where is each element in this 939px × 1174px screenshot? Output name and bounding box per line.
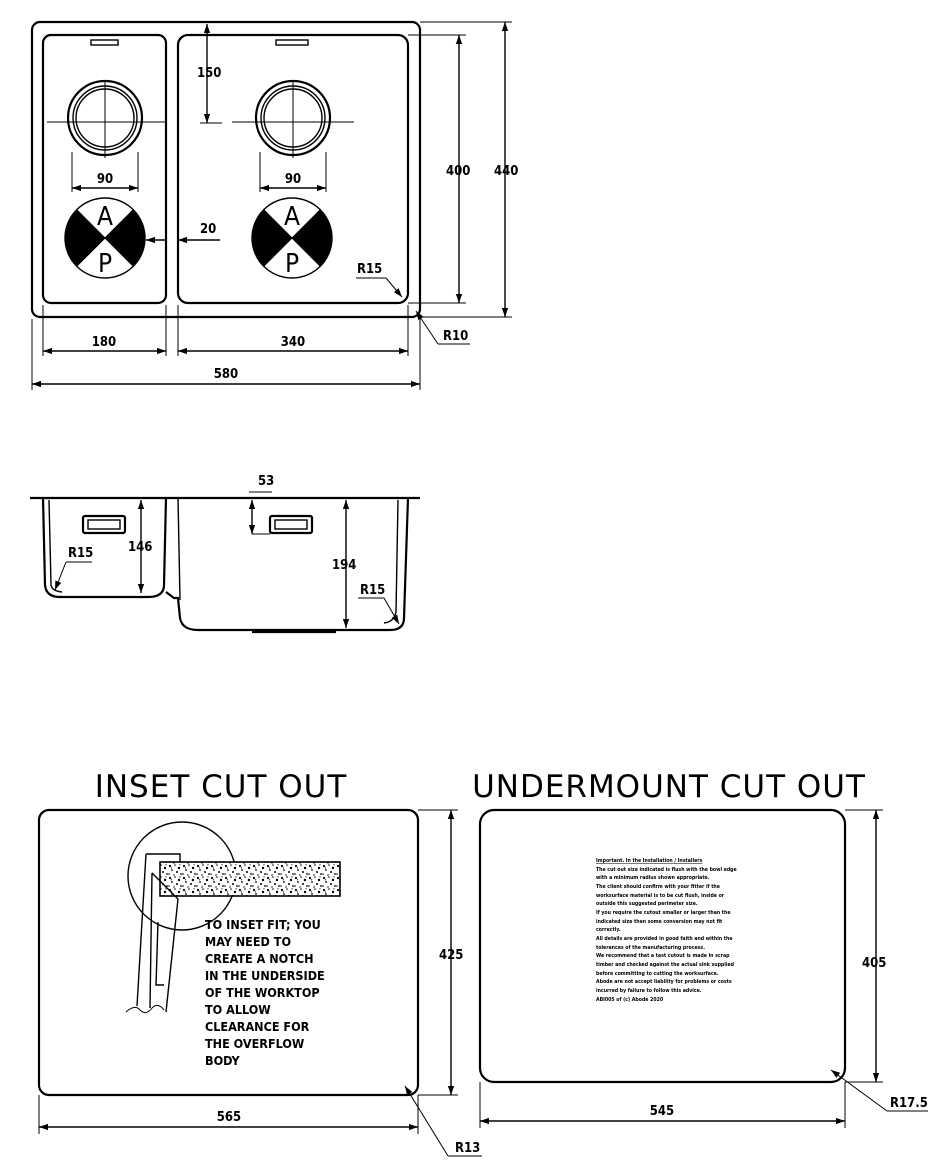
overall-width-dimension: 580 <box>214 367 238 382</box>
svg-text:incurred by failure to follow: incurred by failure to follow this advic… <box>596 988 702 994</box>
svg-text:The client should confirm with: The client should confirm with your fitt… <box>596 884 720 890</box>
svg-text:If you require the cutout smal: If you require the cutout smaller or lar… <box>596 910 731 916</box>
right-overflow-opening <box>268 514 314 535</box>
svg-text:outside this suggested perimet: outside this suggested perimeter size. <box>596 901 698 907</box>
svg-text:timber and checked against the: timber and checked against the actual si… <box>596 962 734 968</box>
svg-text:CREATE A NOTCH: CREATE A NOTCH <box>205 951 314 966</box>
inner-height-dimension: 400 <box>446 164 470 179</box>
inset-width-dimension: 565 <box>217 1110 241 1125</box>
inset-cut-out-title: INSET CUT OUT <box>95 769 348 805</box>
right-ap-badge-icon <box>251 197 333 279</box>
right-bowl-section <box>165 497 410 632</box>
notch-instructions: TO INSET FIT; YOU MAY NEED TO CREATE A N… <box>205 917 325 1068</box>
undermount-advice-notes: Important. In the Installation / Install… <box>596 858 737 1003</box>
notch-detail-icon <box>125 821 341 1014</box>
left-badge-top-letter: A <box>97 202 113 232</box>
svg-text:before committing to cutting t: before committing to cutting the worksur… <box>596 971 719 977</box>
left-overflow-opening <box>81 514 127 535</box>
svg-text:Important. In the Installation: Important. In the Installation / Install… <box>596 858 703 864</box>
svg-text:worksurface material is to be: worksurface material is to be cut flush,… <box>596 893 725 899</box>
svg-text:We recommend that a test cutou: We recommend that a test cutout is made … <box>596 953 730 959</box>
right-badge-top-letter: A <box>284 202 300 232</box>
right-bowl <box>176 33 410 305</box>
right-waste <box>232 79 354 192</box>
svg-text:TO ALLOW: TO ALLOW <box>205 1002 271 1017</box>
right-overflow-slot <box>275 39 309 46</box>
svg-text:CLEARANCE FOR: CLEARANCE FOR <box>205 1019 310 1034</box>
left-depth-dimension: 146 <box>128 540 152 555</box>
left-badge-bottom-letter: P <box>98 249 112 279</box>
inset-radius-label: R13 <box>455 1141 480 1156</box>
svg-text:ABI005 of (c) Abode 2020: ABI005 of (c) Abode 2020 <box>596 997 664 1003</box>
svg-text:with a minimum radius shown ap: with a minimum radius shown appropriate. <box>596 875 710 881</box>
right-bowl-width-dimension: 340 <box>281 335 305 350</box>
inset-cut-out: INSET CUT OUT TO INSET FIT; YOU MAY NEED… <box>37 769 482 1157</box>
svg-text:IN THE UNDERSIDE: IN THE UNDERSIDE <box>205 968 325 983</box>
svg-text:Abode are not accept liability: Abode are not accept liability for probl… <box>596 979 732 985</box>
overflow-offset-dimension: 53 <box>258 474 274 489</box>
left-waste-diameter: 90 <box>97 172 113 187</box>
bowl-gap-dimension: 20 <box>200 222 216 237</box>
left-bowl-width-dimension: 180 <box>92 335 116 350</box>
sink-outline <box>30 20 422 319</box>
svg-text:THE OVERFLOW: THE OVERFLOW <box>205 1036 305 1051</box>
left-waste <box>47 79 166 192</box>
outer-height-dimension: 440 <box>494 164 518 179</box>
right-depth-dimension: 194 <box>332 558 356 573</box>
left-overflow-slot <box>90 39 119 46</box>
undermount-cut-out-title: UNDERMOUNT CUT OUT <box>472 769 866 805</box>
svg-text:correctly.: correctly. <box>596 927 621 933</box>
left-ap-badge-icon <box>64 197 146 279</box>
svg-text:All details are provided in go: All details are provided in good faith a… <box>596 936 733 942</box>
right-waste-diameter: 90 <box>285 172 301 187</box>
undermount-height-dimension: 405 <box>862 956 886 971</box>
svg-text:tolerances of the manufacturin: tolerances of the manufacturing process. <box>596 945 705 951</box>
undermount-radius-label: R17.5 <box>890 1096 928 1111</box>
svg-text:indicated size then some conve: indicated size then some conversion may … <box>596 919 723 925</box>
bowl-radius-label: R15 <box>357 262 382 277</box>
svg-text:TO INSET FIT; YOU: TO INSET FIT; YOU <box>205 917 321 932</box>
section-view: 53 146 194 R15 R15 <box>30 474 420 634</box>
hole-offset-dimension: 150 <box>197 66 221 81</box>
left-bowl-section <box>41 497 168 599</box>
left-bowl <box>41 33 168 305</box>
undermount-cut-out: UNDERMOUNT CUT OUT Important. In the Ins… <box>472 769 928 1128</box>
corner-radius-label: R10 <box>443 329 468 344</box>
inset-cut-out-outline <box>37 808 420 1097</box>
svg-text:The cut out size indicated is: The cut out size indicated is flush with… <box>596 867 737 873</box>
svg-text:OF THE WORKTOP: OF THE WORKTOP <box>205 985 320 1000</box>
right-badge-bottom-letter: P <box>285 249 299 279</box>
top-view: 90 90 150 A P <box>30 20 518 390</box>
undermount-width-dimension: 545 <box>650 1104 674 1119</box>
svg-text:BODY: BODY <box>205 1053 241 1068</box>
right-section-radius-label: R15 <box>360 583 385 598</box>
svg-text:MAY NEED TO: MAY NEED TO <box>205 934 291 949</box>
left-section-radius-label: R15 <box>68 546 93 561</box>
undermount-cut-out-outline <box>478 808 847 1084</box>
inset-height-dimension: 425 <box>439 948 463 963</box>
